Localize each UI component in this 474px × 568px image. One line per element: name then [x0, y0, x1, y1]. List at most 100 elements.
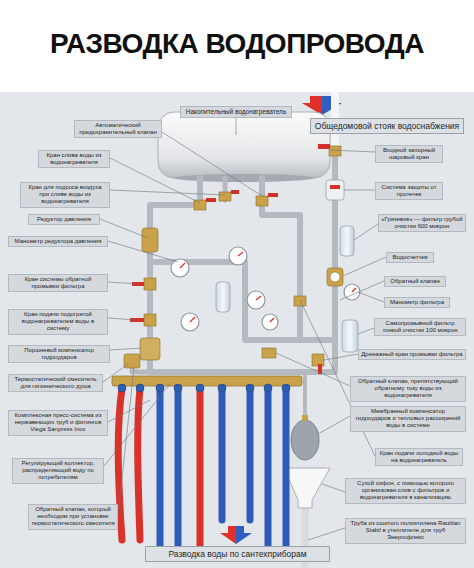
valve: [318, 144, 330, 149]
callout-box: Поршневой компенсатор гидроударов: [8, 345, 110, 363]
callout-box: Автоматический предохранительный клапан: [74, 120, 162, 138]
callout-text: Кран для подсоса воздуха при сливе воды …: [23, 184, 107, 206]
callout-box: Входной запорный шаровый кран: [375, 145, 443, 163]
leader-line: [322, 484, 345, 492]
leader-line: [108, 400, 150, 422]
callout-text: Накопительный водонагреватель: [183, 108, 289, 116]
filter: [342, 320, 358, 352]
manifold-outlet: [282, 384, 290, 392]
hose: [175, 388, 182, 545]
leader-line: [108, 318, 136, 320]
gauge: [229, 247, 247, 265]
leader-line: [162, 132, 262, 196]
callout-box: Мембранный компенсатор гидроударов и теп…: [350, 406, 466, 432]
water-meter: [327, 268, 343, 286]
leader-line: [100, 118, 386, 540]
filter: [216, 226, 358, 352]
gauge-needle: [256, 296, 261, 300]
callout-box: «Грязевик» — фильтр грубой очистки 600 м…: [378, 214, 466, 232]
expansion-tank: [302, 415, 308, 421]
leader-line: [308, 528, 345, 540]
gauge: [171, 247, 360, 331]
callout-text: Кран слива воды из водонагревателя: [41, 152, 107, 166]
callout-box: Кран подачи подогретой водонагревателем …: [8, 309, 108, 335]
callout-text: Труба из сшитого полиэтилена Rautitan St…: [348, 520, 463, 542]
hose: [283, 388, 290, 545]
callout-text: Кран подачи холодной воды на водонагрева…: [378, 450, 460, 464]
leader-line: [110, 190, 225, 195]
callout-text: Кран системы обратной промывки фильтра: [11, 276, 105, 290]
leader-line: [118, 368, 134, 515]
water-meter: [330, 272, 340, 282]
leader-line: [103, 364, 128, 382]
manifold-outlet: [264, 384, 272, 392]
valve: [329, 146, 341, 156]
manifold-outlet: [118, 384, 126, 392]
valve: [144, 278, 156, 290]
callout-text: Манометр фильтра: [387, 299, 447, 306]
valve: [256, 196, 268, 206]
valve: [231, 190, 239, 194]
callout-text: «Грязевик» — фильтр грубой очистки 600 м…: [381, 216, 463, 230]
leader-line: [108, 241, 178, 262]
gauge-needle: [270, 318, 274, 322]
gauge-needle: [352, 288, 356, 292]
leader-line: [236, 118, 237, 135]
callout-box: Редуктор давления: [28, 214, 100, 225]
leader-line: [343, 257, 386, 276]
water-heater: [174, 174, 314, 182]
callout-box: Накопительный водонагреватель: [180, 106, 292, 118]
callout-box: Труба из сшитого полиэтилена Rautitan St…: [345, 518, 466, 544]
hose: [118, 388, 286, 545]
valve: [294, 296, 306, 306]
callout-text: Редуктор давления: [31, 216, 97, 223]
gauge-needle: [190, 317, 195, 322]
valve: [144, 314, 156, 326]
callout-text: Система защиты от протечек: [378, 184, 440, 198]
manifold-outlet: [174, 384, 182, 392]
dry-siphon: [284, 468, 330, 508]
callout-box: Самопромывной фильтр тонкой очистки 100 …: [374, 318, 466, 336]
leader-line: [358, 328, 374, 334]
callout-text: Кран подачи подогретой водонагревателем …: [11, 311, 105, 333]
callout-text: Комплексная пресс-система из нержавеющих…: [11, 412, 105, 434]
callout-text: Мембранный компенсатор гидроударов и теп…: [353, 408, 463, 430]
leader-line: [110, 348, 142, 350]
callout-box: Общедомовой стояк водоснабжения: [310, 118, 464, 134]
callout-box: Манометр редуктора давления: [8, 236, 108, 247]
callout-text: Обратный клапан, который необходим при у…: [31, 506, 115, 528]
callout-box: Термостатический смеситель для гигиениче…: [8, 374, 103, 392]
pressure-reducer: [140, 338, 160, 360]
filter: [216, 282, 230, 312]
callout-text: Обратный клапан: [387, 278, 443, 285]
callout-box: Система защиты от протечек: [375, 182, 443, 200]
gauge-needle: [180, 252, 356, 322]
hose: [157, 388, 164, 545]
callout-box: Обратный клапан, который необходим при у…: [28, 504, 118, 530]
expansion-tank: [303, 372, 307, 415]
manifold-outlet: [136, 384, 144, 392]
callout-box: Комплексная пресс-система из нержавеющих…: [8, 410, 108, 436]
callout-text: Входной запорный шаровый кран: [378, 147, 440, 161]
callout-box: Разводка воды по сантехприборам: [145, 546, 330, 562]
callout-box: Дренажный кран промывки фильтра: [358, 349, 466, 360]
hose: [138, 388, 140, 540]
gauge-needle: [238, 252, 243, 256]
manifold-outlet: [246, 384, 254, 392]
valve: [206, 198, 216, 202]
hose: [265, 388, 272, 545]
leader-line: [354, 224, 378, 240]
leader-line: [110, 158, 200, 203]
callout-text: Самопромывной фильтр тонкой очистки 100 …: [377, 320, 463, 334]
manifold-outlet: [118, 384, 290, 392]
leak-protection: [326, 180, 344, 200]
hose: [247, 388, 254, 520]
callout-text: Сухой сифон, с помощью которого организо…: [348, 480, 463, 502]
manifold-outlet: [218, 384, 226, 392]
leader-line: [340, 281, 384, 300]
valve: [268, 193, 278, 197]
water-heater: [158, 112, 330, 182]
pressure-reducer: [124, 228, 160, 368]
callout-box: Кран системы обратной промывки фильтра: [8, 274, 108, 292]
